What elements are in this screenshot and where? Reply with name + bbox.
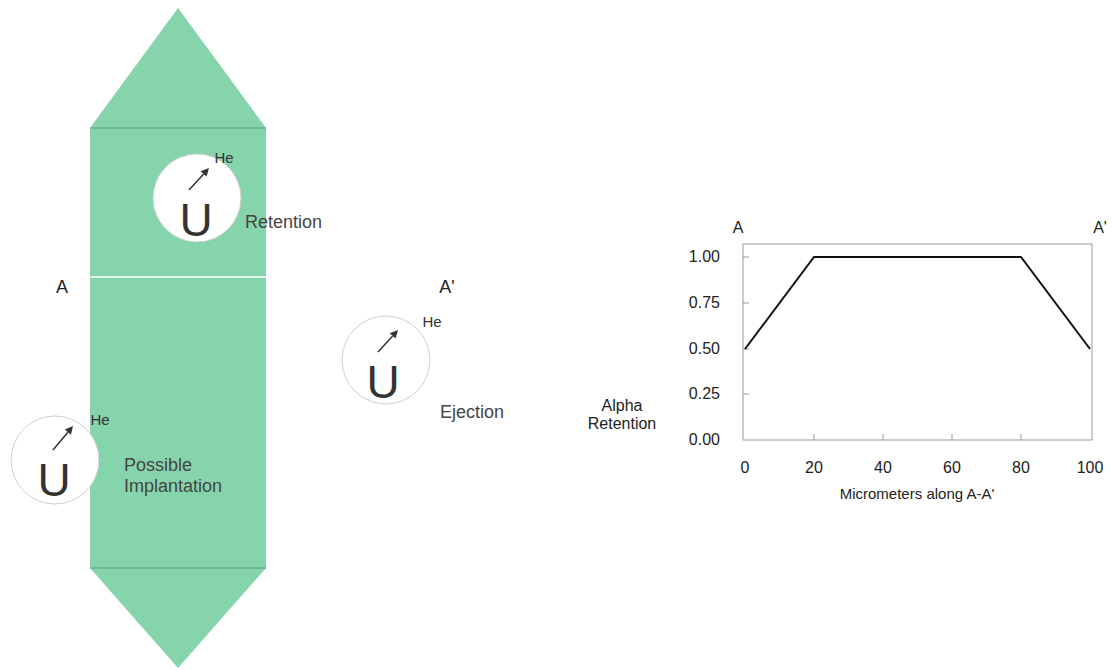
tick-label: 0.25 xyxy=(689,385,720,403)
crystal-edge xyxy=(90,567,266,568)
alpha-decay-circle: HeUEjection xyxy=(341,315,431,405)
section-line xyxy=(90,276,266,278)
uranium-symbol: U xyxy=(179,194,212,247)
alpha-decay-circle: HeUPossible Implantation xyxy=(10,415,100,505)
arrow-head xyxy=(390,330,398,339)
helium-label: He xyxy=(90,411,109,428)
profile-end: A' xyxy=(1093,219,1107,237)
section-end: A xyxy=(56,277,68,298)
apatite-crystal xyxy=(90,8,266,668)
alpha-decay-circle: HeURetention xyxy=(152,153,242,243)
plot-frame xyxy=(743,244,1092,440)
tick-label: 20 xyxy=(805,459,823,477)
alpha-arrow xyxy=(189,174,204,190)
crystal-edge xyxy=(90,127,266,128)
tick-label: 0 xyxy=(741,459,750,477)
arrow-head xyxy=(201,168,209,177)
tick-label: 0.75 xyxy=(689,294,720,312)
profile-end: A xyxy=(733,219,744,237)
process-label: Ejection xyxy=(440,402,504,423)
helium-label: He xyxy=(214,149,233,166)
axis-ticks xyxy=(743,257,1021,440)
tick-label: 0.50 xyxy=(689,340,720,358)
section-end: A' xyxy=(439,277,454,298)
uranium-symbol: U xyxy=(37,454,70,507)
retention-curve xyxy=(745,257,1090,349)
tick-label: 0.00 xyxy=(689,431,720,449)
uranium-symbol: U xyxy=(366,356,399,409)
tick-label: 40 xyxy=(874,459,892,477)
alpha-arrow xyxy=(378,336,393,352)
arrow-head xyxy=(65,426,73,435)
tick-label: 100 xyxy=(1077,459,1104,477)
alpha-arrow xyxy=(53,432,68,450)
process-label: Retention xyxy=(245,212,322,233)
helium-label: He xyxy=(422,313,441,330)
axis-title: Alpha Retention xyxy=(582,397,662,434)
tick-label: 60 xyxy=(943,459,961,477)
tick-label: 1.00 xyxy=(689,248,720,266)
axis-title: Micrometers along A-A' xyxy=(840,485,995,502)
tick-label: 80 xyxy=(1012,459,1030,477)
process-label: Possible Implantation xyxy=(124,455,236,496)
